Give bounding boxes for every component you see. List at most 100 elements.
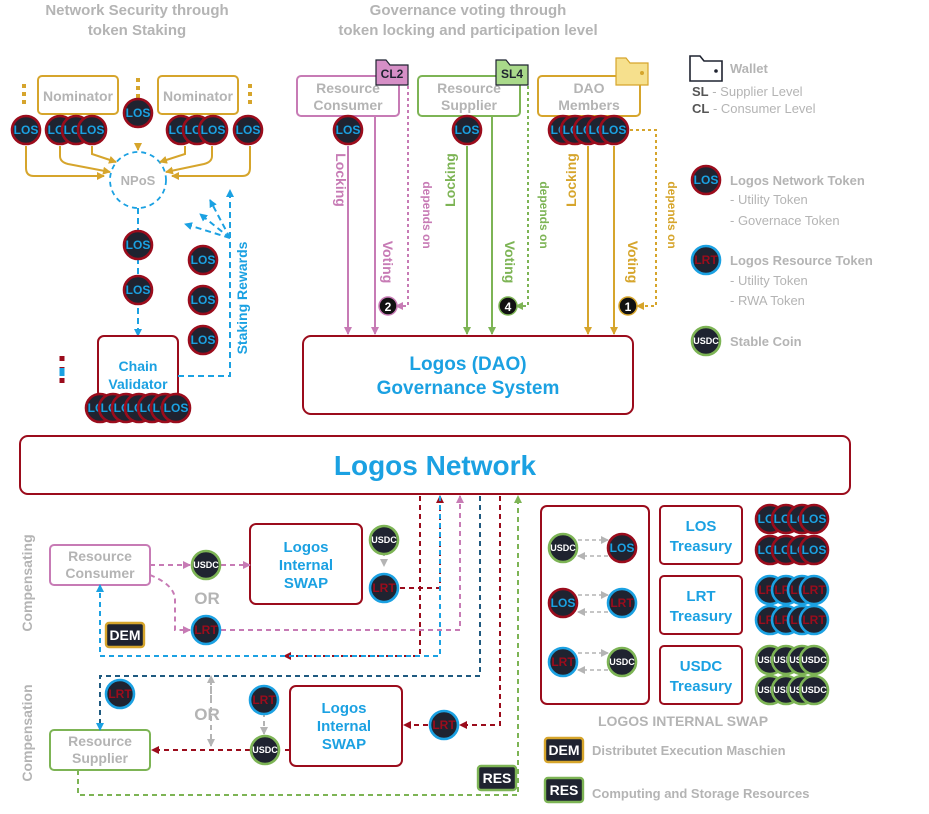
- compensating-side-label: Compensating: [19, 534, 35, 631]
- sl-badge-label: SL4: [501, 67, 523, 81]
- los-token-gov-dao-5: LOS: [598, 114, 630, 146]
- compensation-side-label: Compensation: [19, 684, 35, 781]
- svg-text:RES: RES: [483, 770, 512, 786]
- voting-consumer-label: Voting: [380, 241, 396, 284]
- los-token-treasury-row1-4: LOS: [798, 503, 830, 535]
- los-token-validator-stake-7: LOS: [160, 392, 192, 424]
- legend: Wallet SL - Supplier Level CL - Consumer…: [592, 55, 873, 801]
- svg-text:LOS: LOS: [455, 123, 480, 137]
- svg-text:LOS: LOS: [191, 293, 216, 307]
- dao-governance-system-box[interactable]: [302, 335, 634, 415]
- svg-text:LOS: LOS: [126, 283, 151, 297]
- los-token-stake-flow-1: LOS: [122, 229, 154, 261]
- los-token-treasury-row2-4: LOS: [798, 534, 830, 566]
- nominator-box-right[interactable]: [157, 75, 239, 115]
- lrt-token-supplier-swap-in: LRT: [248, 684, 280, 716]
- legend-cl: CL - Consumer Level: [692, 101, 816, 116]
- svg-text:USDC: USDC: [252, 745, 278, 755]
- svg-text:LOS: LOS: [802, 512, 827, 526]
- cl-folder-icon: CL2: [375, 59, 409, 86]
- svg-text:USDC: USDC: [371, 535, 397, 545]
- supplier-swap-line3: SWAP: [322, 736, 366, 753]
- svg-text:LOS: LOS: [126, 238, 151, 252]
- usdc-treasury-line1: USDC: [680, 658, 723, 675]
- logos-network-bar[interactable]: [19, 435, 851, 495]
- svg-text:4: 4: [505, 300, 512, 314]
- svg-text:LRT: LRT: [551, 655, 575, 669]
- legend-usdc-token-icon: USDC: [690, 325, 722, 357]
- svg-text:USDC: USDC: [550, 543, 576, 553]
- legend-lrt-sub1: - Utility Token: [730, 273, 808, 288]
- svg-text:LOS: LOS: [126, 106, 151, 120]
- svg-text:USDC: USDC: [609, 657, 635, 667]
- svg-text:LOS: LOS: [201, 123, 226, 137]
- comp-supplier-line2: Supplier: [72, 750, 129, 766]
- npos-circle[interactable]: [109, 151, 167, 209]
- svg-text:LRT: LRT: [694, 253, 718, 267]
- los-token-reward-3: LOS: [187, 324, 219, 356]
- locking-supplier-label: Locking: [442, 153, 458, 207]
- svg-text:LRT: LRT: [610, 596, 634, 610]
- los-token-pair2: LOS: [547, 587, 579, 619]
- svg-text:LRT: LRT: [194, 623, 218, 637]
- npos-label: NPoS: [121, 173, 156, 188]
- nominator-box-left[interactable]: [37, 75, 119, 115]
- token-layer: LOS LOS LOS LOS LOS LOS LOS LOS LOS LOS LOS LOS LOS L…: [10, 97, 830, 804]
- usdc-treasury-line2: Treasury: [670, 678, 733, 695]
- comp-consumer-line1: Resource: [68, 548, 132, 564]
- chain-validator-line1: Chain: [119, 358, 158, 374]
- gov-system-line2: Governance System: [377, 378, 560, 399]
- nominator-left-label: Nominator: [43, 88, 114, 104]
- svg-text:LOS: LOS: [610, 541, 635, 555]
- legend-wallet: Wallet: [730, 61, 768, 76]
- svg-text:RES: RES: [550, 782, 579, 798]
- consumer-swap-line2: Internal: [279, 557, 333, 574]
- svg-text:USDC: USDC: [693, 336, 719, 346]
- dao-wallet-icon: [615, 57, 649, 86]
- heading-governance-line1: Governance voting through: [370, 2, 567, 19]
- svg-text:LOS: LOS: [802, 543, 827, 557]
- svg-text:LOS: LOS: [551, 596, 576, 610]
- los-token-stake-flow-2: LOS: [122, 274, 154, 306]
- svg-text:LRT: LRT: [802, 613, 826, 627]
- legend-lrt-token-icon: LRT: [690, 244, 722, 276]
- legend-usdc-title: Stable Coin: [730, 334, 802, 349]
- svg-text:LRT: LRT: [802, 583, 826, 597]
- compensation-section: Compensation Resource Supplier Logos Int…: [19, 495, 522, 796]
- legend-lrt-sub2: - RWA Token: [730, 293, 805, 308]
- svg-text:USDC: USDC: [757, 655, 783, 665]
- los-token-reward-1: LOS: [187, 244, 219, 276]
- comp-supplier-line1: Resource: [68, 733, 132, 749]
- los-token-pair1: LOS: [606, 532, 638, 564]
- los-token-nominator-left-3: LOS: [76, 114, 108, 146]
- supplier-swap-line2: Internal: [317, 718, 371, 735]
- usdc-treasury-box[interactable]: [659, 645, 743, 705]
- governance-section: Resource Consumer Resource Supplier DAO …: [296, 57, 679, 415]
- legend-res-text: Computing and Storage Resources: [592, 786, 809, 801]
- legend-sl: SL - Supplier Level: [692, 84, 803, 99]
- supplier-swap-box[interactable]: [289, 685, 403, 767]
- lrt-token-consumer-pay: LRT: [190, 614, 222, 646]
- los-treasury-line2: Treasury: [670, 538, 733, 555]
- chain-validator-line2: Validator: [108, 376, 168, 392]
- comp-consumer-line2: Consumer: [65, 565, 135, 581]
- res-badge: RES: [476, 764, 518, 792]
- logos-network-title: Logos Network: [334, 450, 537, 481]
- supplier-swap-line1: Logos: [322, 700, 367, 717]
- svg-text:DEM: DEM: [548, 742, 579, 758]
- locking-consumer-label: Locking: [333, 153, 349, 207]
- los-treasury-box[interactable]: [659, 505, 743, 565]
- wallet-icon: [689, 55, 723, 82]
- heading-staking-line1: Network Security through: [45, 2, 228, 19]
- svg-text:DEM: DEM: [109, 627, 140, 643]
- compensation-or-label: OR: [194, 705, 220, 724]
- nominator-right-label: Nominator: [163, 88, 234, 104]
- lrt-treasury-box[interactable]: [659, 575, 743, 635]
- legend-lrt-title: Logos Resource Token: [730, 253, 873, 268]
- lrt-token-treasury-row2-4: LRT: [798, 604, 830, 636]
- legend-res-badge: RES: [543, 776, 585, 804]
- gov-consumer-line1: Resource: [316, 80, 380, 96]
- svg-text:LRT: LRT: [372, 581, 396, 595]
- usdc-token-supplier-swap-out: USDC: [249, 734, 281, 766]
- depends-on-dao-label: depends on: [665, 181, 679, 248]
